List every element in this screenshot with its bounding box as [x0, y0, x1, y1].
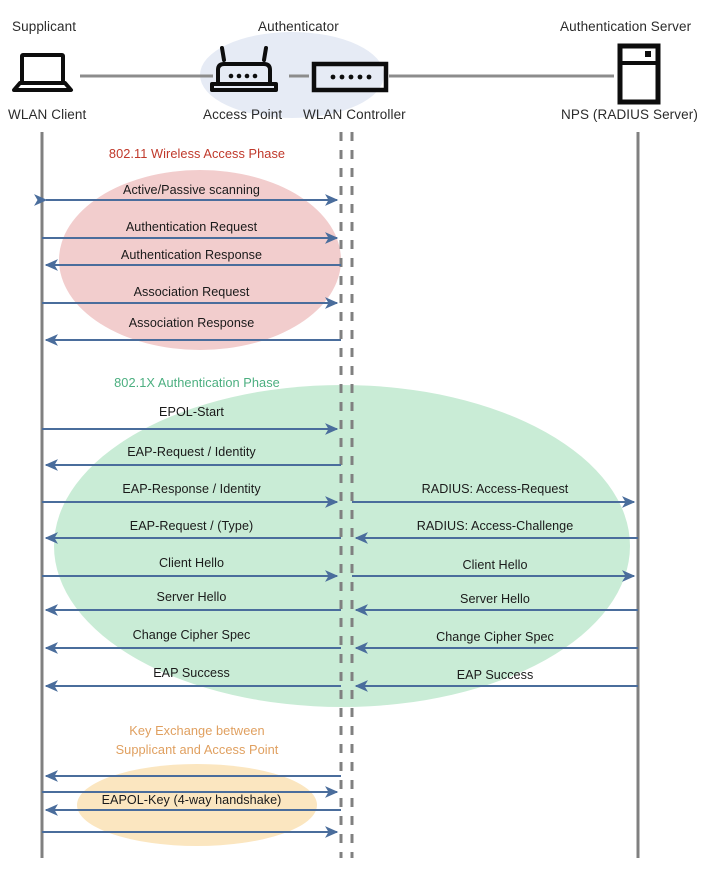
- msg-label-eapol-key-4way: EAPOL-Key (4-way handshake): [101, 793, 282, 807]
- msg-label-server-hello-right: Server Hello: [460, 592, 530, 606]
- actor-title-auth-server: Authentication Server: [560, 19, 692, 34]
- actor-caption-nps-radius-server: NPS (RADIUS Server): [561, 107, 698, 122]
- phase-dot1x-ellipse: [54, 385, 630, 707]
- authenticator-group-ellipse: [200, 32, 384, 118]
- msg-label-eap-response-identity: EAP-Response / Identity: [122, 482, 261, 496]
- msg-label-association-request: Association Request: [133, 285, 250, 299]
- phase-title-key-exchange: Key Exchange between Supplicant and Acce…: [62, 721, 332, 759]
- actor-caption-access-point: Access Point: [203, 107, 283, 122]
- msg-label-authentication-request: Authentication Request: [125, 220, 258, 234]
- actor-title-authenticator: Authenticator: [258, 19, 339, 34]
- msg-label-active-passive-scanning: Active/Passive scanning: [123, 183, 260, 197]
- phase-title-dot1x-auth: 802.1X Authentication Phase: [114, 375, 280, 390]
- phase-title-wireless-access: 802.11 Wireless Access Phase: [108, 146, 286, 161]
- msg-label-radius-access-challenge: RADIUS: Access-Challenge: [416, 519, 574, 533]
- phase-key-line1: Key Exchange between: [129, 723, 265, 738]
- actor-caption-wlan-client: WLAN Client: [8, 107, 87, 122]
- phase-key-line2: Supplicant and Access Point: [115, 742, 279, 757]
- msg-label-server-hello-left: Server Hello: [156, 590, 227, 604]
- msg-label-eap-request-identity: EAP-Request / Identity: [127, 445, 256, 459]
- msg-label-eap-success-left: EAP Success: [153, 666, 230, 680]
- msg-label-authentication-response: Authentication Response: [120, 248, 263, 262]
- actor-title-supplicant: Supplicant: [12, 19, 77, 34]
- actor-caption-wlan-controller: WLAN Controller: [303, 107, 406, 122]
- msg-label-radius-access-request: RADIUS: Access-Request: [421, 482, 569, 496]
- msg-label-client-hello-right: Client Hello: [462, 558, 528, 572]
- network-switch-icon: [311, 61, 389, 93]
- msg-label-epol-start: EPOL-Start: [159, 405, 224, 419]
- laptop-icon: [12, 53, 73, 92]
- wireless-router-icon: [210, 46, 278, 92]
- msg-label-change-cipher-spec-right: Change Cipher Spec: [436, 630, 554, 644]
- msg-label-association-response: Association Response: [128, 316, 255, 330]
- msg-label-eap-success-right: EAP Success: [456, 668, 534, 682]
- server-tower-icon: [617, 43, 661, 105]
- msg-label-eap-request-type: EAP-Request / (Type): [129, 519, 254, 533]
- msg-label-client-hello-left: Client Hello: [159, 556, 224, 570]
- msg-label-change-cipher-spec-left: Change Cipher Spec: [132, 628, 251, 642]
